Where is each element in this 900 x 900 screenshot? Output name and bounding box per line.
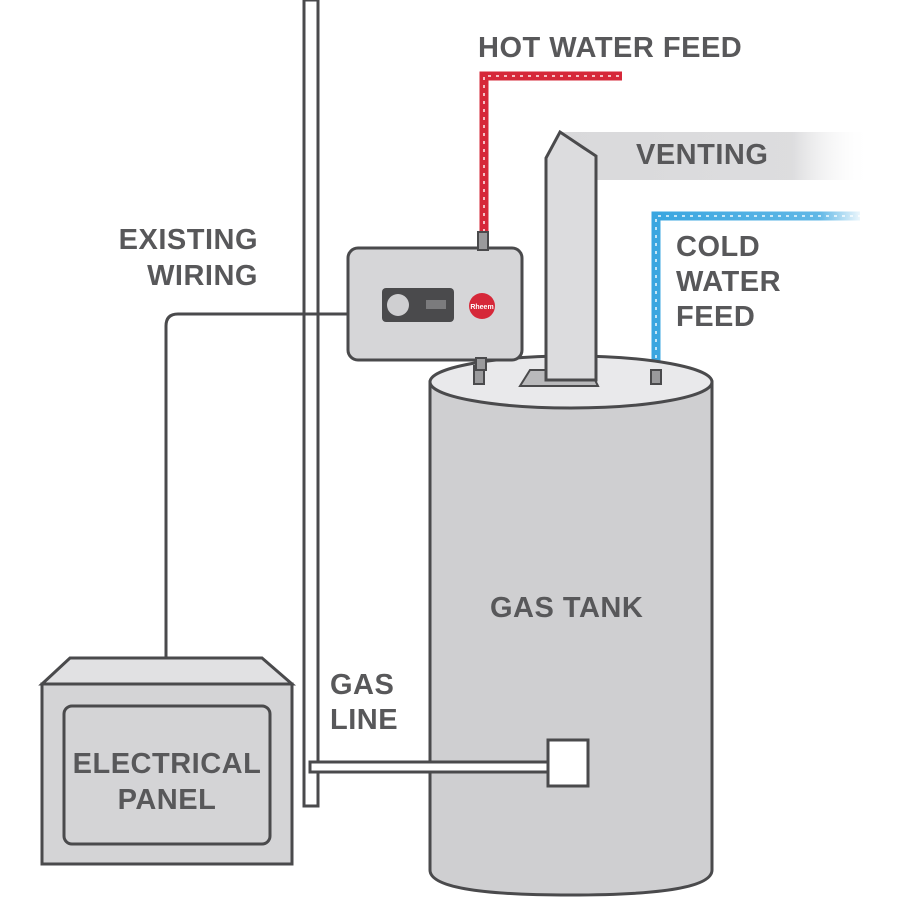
control-knob (387, 294, 409, 316)
gas-line-label: GAS LINE (330, 669, 399, 736)
electrical-panel-label: ELECTRICAL PANEL (72, 748, 262, 816)
gas-tank-label: GAS TANK (490, 592, 644, 624)
existing-wiring-line (164, 312, 352, 676)
hot-water-feed-label: HOT WATER FEED (478, 32, 743, 64)
cold-water-pipe (651, 211, 860, 374)
vent-pipe (544, 129, 598, 382)
gas-line-pipe (308, 760, 552, 774)
hot-water-pipe (479, 71, 622, 240)
gas-valve (546, 738, 590, 788)
electrical-panel (38, 656, 297, 866)
venting-label: VENTING (636, 139, 769, 171)
gas-supply-pipe (302, 0, 320, 808)
cold-water-feed-label: COLD WATER FEED (676, 231, 782, 333)
rheem-logo-text: Rheem (470, 304, 493, 311)
controller-box (346, 246, 524, 362)
existing-wiring-label: EXISTING WIRING (118, 224, 258, 292)
rheem-logo (469, 293, 495, 319)
venting-duct (560, 130, 870, 182)
